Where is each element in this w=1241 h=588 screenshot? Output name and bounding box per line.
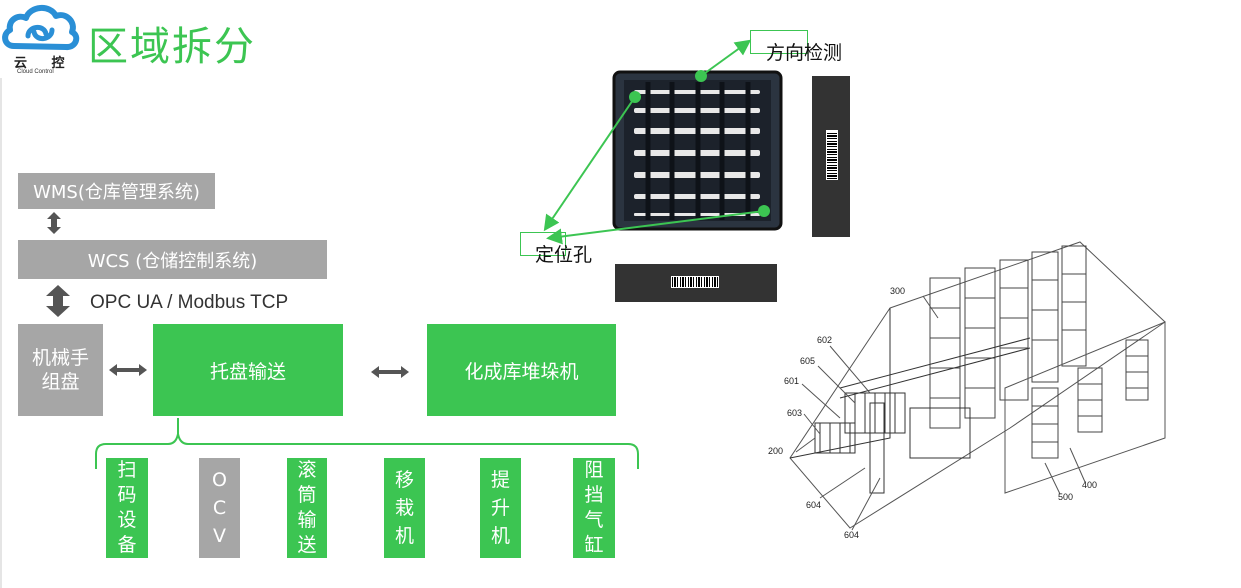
equipment-char: 机 — [490, 525, 510, 547]
equipment-char: 栽 — [394, 497, 414, 519]
stacker-crane-label: 化成库堆垛机 — [464, 360, 579, 383]
equipment-box-transfer: 移栽机 — [384, 458, 425, 558]
cloud-logo-icon — [2, 5, 80, 50]
layout-number-label: 200 — [768, 446, 783, 456]
layout-number-label: 602 — [817, 335, 832, 345]
layout-number-label: 604 — [844, 530, 859, 540]
wms-label: WMS(仓库管理系统) — [33, 182, 200, 203]
horizontal-double-arrow-icon — [109, 364, 147, 376]
equipment-box-roller: 滚筒输送 — [287, 458, 327, 558]
equipment-char: 升 — [490, 497, 510, 519]
layout-number-label: 300 — [890, 286, 905, 296]
equipment-char: 筒 — [297, 484, 317, 506]
equipment-char: 滚 — [297, 459, 317, 481]
logo-subtitle: Cloud Control — [17, 69, 54, 75]
double-arrow-small-icon — [47, 212, 61, 234]
equipment-char: 移 — [394, 469, 414, 491]
horizontal-double-arrow-icon — [371, 366, 409, 378]
equipment-char: 扫 — [117, 459, 137, 481]
layout-number-label: 605 — [800, 356, 815, 366]
equipment-char: O — [212, 469, 227, 491]
tray-image — [612, 70, 783, 231]
direction-callout-box — [750, 30, 808, 54]
layout-number-label: 603 — [787, 408, 802, 418]
robot-arm-label: 机械手组盘 — [32, 347, 90, 393]
annotation-arrows — [543, 39, 770, 245]
positioning-hole-label: 定位孔 — [535, 244, 593, 266]
barcode-vertical-icon — [826, 130, 838, 180]
wcs-box: WCS (仓储控制系统) — [18, 240, 327, 279]
hole-callout-box — [520, 232, 566, 256]
equipment-char: C — [212, 497, 227, 519]
double-arrow-large-icon — [46, 285, 70, 317]
layout-number-label: 604 — [806, 500, 821, 510]
pallet-conveyor-box: 托盘输送 — [153, 324, 343, 416]
layout-number-label: 500 — [1058, 492, 1073, 502]
equipment-box-stopper: 阻挡气缸 — [573, 458, 615, 558]
equipment-char: 备 — [117, 534, 137, 556]
wms-box: WMS(仓库管理系统) — [18, 173, 215, 209]
protocol-label: OPC UA / Modbus TCP — [90, 292, 289, 313]
equipment-char: 设 — [117, 509, 137, 531]
equipment-box-lift: 提升机 — [480, 458, 521, 558]
pallet-conveyor-label: 托盘输送 — [209, 360, 286, 383]
direction-detect-label: 方向检测 — [766, 42, 843, 64]
equipment-char: 提 — [490, 469, 510, 491]
equipment-box-scan: 扫码设备 — [106, 458, 148, 558]
equipment-char: 输 — [297, 509, 317, 531]
equipment-char: 气 — [584, 509, 604, 531]
page-title: 区域拆分 — [88, 24, 256, 70]
equipment-char: 缸 — [584, 534, 604, 556]
stacker-crane-box: 化成库堆垛机 — [427, 324, 616, 416]
wcs-label: WCS (仓储控制系统) — [87, 250, 258, 272]
brace-connector — [95, 418, 639, 469]
equipment-char: 挡 — [584, 484, 604, 506]
equipment-char: V — [213, 525, 226, 547]
barcode-horizontal-icon — [671, 276, 719, 288]
layout-number-label: 400 — [1082, 480, 1097, 490]
left-edge-divider — [0, 78, 2, 588]
equipment-char: 阻 — [584, 459, 604, 481]
equipment-char: 机 — [394, 525, 414, 547]
equipment-char: 送 — [297, 534, 317, 556]
robot-arm-box: 机械手组盘 — [18, 324, 103, 416]
logo-text: 云 控 — [14, 56, 75, 71]
equipment-char: 码 — [117, 484, 137, 506]
layout-number-label: 601 — [784, 376, 799, 386]
